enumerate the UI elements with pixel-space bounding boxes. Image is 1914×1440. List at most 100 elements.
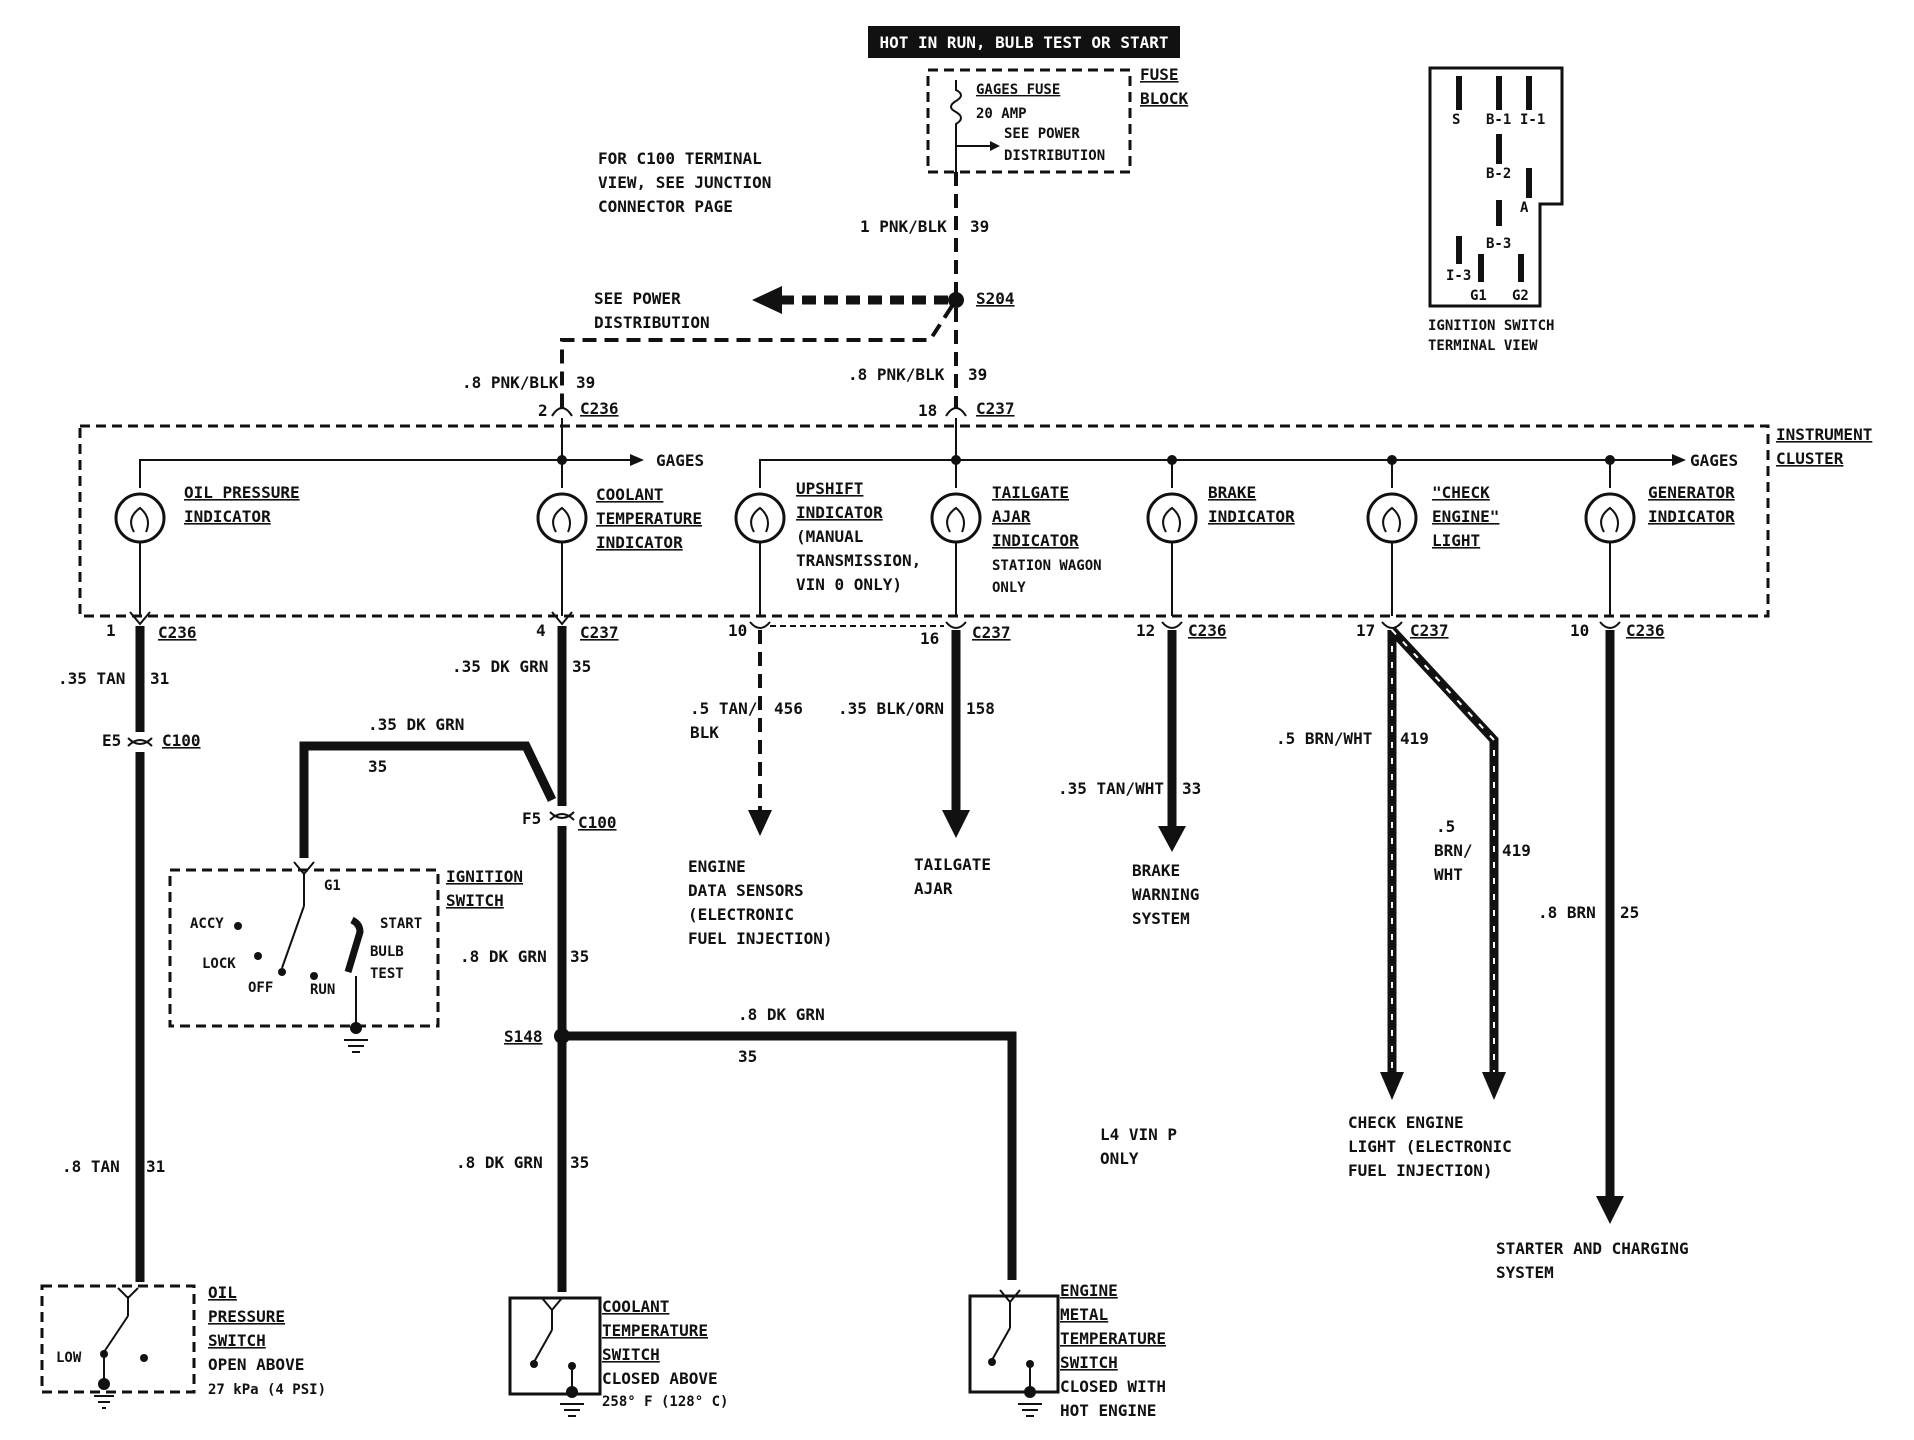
- conn-top-c236: C236: [580, 399, 619, 418]
- arrow-engine-data-sensors: [748, 810, 772, 836]
- conn-e5-pin: E5: [102, 731, 121, 750]
- oil-indicator-l1: OIL PRESSURE: [184, 483, 300, 502]
- tv-i1: I-1: [1520, 112, 1545, 128]
- cluster-title2: CLUSTER: [1776, 449, 1844, 468]
- upshift-l2: INDICATOR: [796, 503, 883, 522]
- conn-cool: C237: [580, 623, 619, 642]
- metal-switch-l2: METAL: [1060, 1305, 1108, 1324]
- arrow-tailgate: [942, 810, 970, 838]
- tv-a: A: [1520, 200, 1529, 216]
- vin-note-l2: ONLY: [1100, 1149, 1139, 1168]
- ign-title1: IGNITION: [446, 867, 523, 886]
- cool-switch-l1: COOLANT: [602, 1297, 669, 1316]
- dest-tail-l1: TAILGATE: [914, 855, 991, 874]
- tailgate-l2: AJAR: [992, 507, 1031, 526]
- conn-oil: C236: [158, 623, 197, 642]
- engine-metal-temperature-switch: ENGINE METAL TEMPERATURE SWITCH CLOSED W…: [968, 1281, 1166, 1420]
- wire-brake-gauge: .35 TAN/WHT: [1058, 779, 1164, 798]
- cool-switch-l5: 258° F (128° C): [602, 1394, 728, 1410]
- dest-eds-l4: FUEL INJECTION): [688, 929, 833, 948]
- splice-s204: [948, 292, 964, 308]
- wire-ups-gauge1: .5 TAN/: [690, 699, 757, 718]
- ign-start: START: [380, 916, 422, 932]
- wire-tail-circuit: 158: [966, 699, 995, 718]
- dest-check-l3: FUEL INJECTION): [1348, 1161, 1493, 1180]
- wire-s148-to-metal-switch: [562, 1031, 1017, 1280]
- tailgate-l1: TAILGATE: [992, 483, 1069, 502]
- dest-starter-l1: STARTER AND CHARGING: [1496, 1239, 1689, 1258]
- wire-ign-circuit: 35: [368, 757, 387, 776]
- conn-top-c236-pin: 2: [538, 401, 548, 420]
- conn-brake: C236: [1188, 621, 1227, 640]
- arrow-starter-charging: [1596, 1196, 1624, 1224]
- tailgate-l4: STATION WAGON: [992, 558, 1102, 574]
- fuse-see-line2: DISTRIBUTION: [1004, 148, 1105, 164]
- check-light-l3: LIGHT: [1432, 531, 1480, 550]
- wire-right-gauge: .8 PNK/BLK: [848, 365, 945, 384]
- conn-brake-pin: 12: [1136, 621, 1155, 640]
- ign-lock: LOCK: [202, 956, 236, 972]
- oil-switch-low: LOW: [56, 1350, 82, 1366]
- tv-i3: I-3: [1446, 268, 1471, 284]
- dest-eds-l1: ENGINE: [688, 857, 746, 876]
- tv-caption2: TERMINAL VIEW: [1428, 338, 1538, 354]
- wire-chk2-circuit: 419: [1502, 841, 1531, 860]
- wire-oil2-gauge: .8 TAN: [62, 1157, 120, 1176]
- coolant-temperature-switch: COOLANT TEMPERATURE SWITCH CLOSED ABOVE …: [508, 1296, 728, 1417]
- ign-bulb: BULB: [370, 944, 404, 960]
- connector-c237-top: [945, 407, 967, 417]
- conn-chk-pin: 17: [1356, 621, 1375, 640]
- c100-note-line1: FOR C100 TERMINAL: [598, 149, 762, 168]
- c100-note-line3: CONNECTOR PAGE: [598, 197, 733, 216]
- connector-e5: [127, 739, 153, 747]
- tv-b1: B-1: [1486, 112, 1511, 128]
- coolant-indicator-l1: COOLANT: [596, 485, 663, 504]
- brake-indicator-l2: INDICATOR: [1208, 507, 1295, 526]
- wire-cool1-circuit: 35: [572, 657, 591, 676]
- cool-switch-l4: CLOSED ABOVE: [602, 1369, 718, 1388]
- vin-note-l1: L4 VIN P: [1100, 1125, 1177, 1144]
- wire-left-gauge: .8 PNK/BLK: [462, 373, 559, 392]
- dest-check-l2: LIGHT (ELECTRONIC: [1348, 1137, 1512, 1156]
- power-header-label: HOT IN RUN, BULB TEST OR START: [880, 33, 1169, 52]
- dest-brake-l2: WARNING: [1132, 885, 1199, 904]
- wire-ups-gauge2: BLK: [690, 723, 719, 742]
- ign-off: OFF: [248, 980, 273, 996]
- cluster-gages-left: GAGES: [656, 451, 704, 470]
- wire-gen-gauge: .8 BRN: [1538, 903, 1596, 922]
- conn-tail: C237: [972, 623, 1011, 642]
- ign-run: RUN: [310, 982, 335, 998]
- ignition-terminal-view: S B-1 I-1 B-2 A B-3 I-3 G1 G2 IGNITION S…: [1428, 66, 1564, 354]
- generator-l1: GENERATOR: [1648, 483, 1735, 502]
- wire-brake-circuit: 33: [1182, 779, 1201, 798]
- fuse-name: GAGES FUSE: [976, 82, 1060, 98]
- oil-switch-l2: PRESSURE: [208, 1307, 285, 1326]
- fuse-rating: 20 AMP: [976, 106, 1027, 122]
- ign-title2: SWITCH: [446, 891, 504, 910]
- dest-brake-l3: SYSTEM: [1132, 909, 1190, 928]
- dest-brake-l1: BRAKE: [1132, 861, 1180, 880]
- conn-tail-pin: 16: [920, 629, 939, 648]
- wire-oil1-gauge: .35 TAN: [58, 669, 125, 688]
- conn-e5: C100: [162, 731, 201, 750]
- power-dist-arrow: [752, 286, 782, 314]
- fuse-block-label1: FUSE: [1140, 65, 1179, 84]
- wire-chk1-circuit: 419: [1400, 729, 1429, 748]
- wire-chk2-gauge2: BRN/: [1434, 841, 1473, 860]
- conn-f5-pin: F5: [522, 809, 541, 828]
- dest-tail-l2: AJAR: [914, 879, 953, 898]
- conn-chk: C237: [1410, 621, 1449, 640]
- upshift-l4: TRANSMISSION,: [796, 551, 921, 570]
- oil-switch-l1: OIL: [208, 1283, 237, 1302]
- wire-s204-to-c236: [560, 304, 954, 408]
- upshift-l1: UPSHIFT: [796, 479, 863, 498]
- wire-tail-gauge: .35 BLK/ORN: [838, 699, 944, 718]
- conn-oil-pin: 1: [106, 621, 116, 640]
- generator-l2: INDICATOR: [1648, 507, 1735, 526]
- ignition-switch: G1 ACCY LOCK OFF RUN START BULB TEST IGN…: [168, 861, 523, 1053]
- wire-oil1-circuit: 31: [150, 669, 169, 688]
- cool-switch-l3: SWITCH: [602, 1345, 660, 1364]
- fuse-see-line1: SEE POWER: [1004, 126, 1080, 142]
- tailgate-bulb-icon: [930, 492, 982, 616]
- dest-check-l1: CHECK ENGINE: [1348, 1113, 1464, 1132]
